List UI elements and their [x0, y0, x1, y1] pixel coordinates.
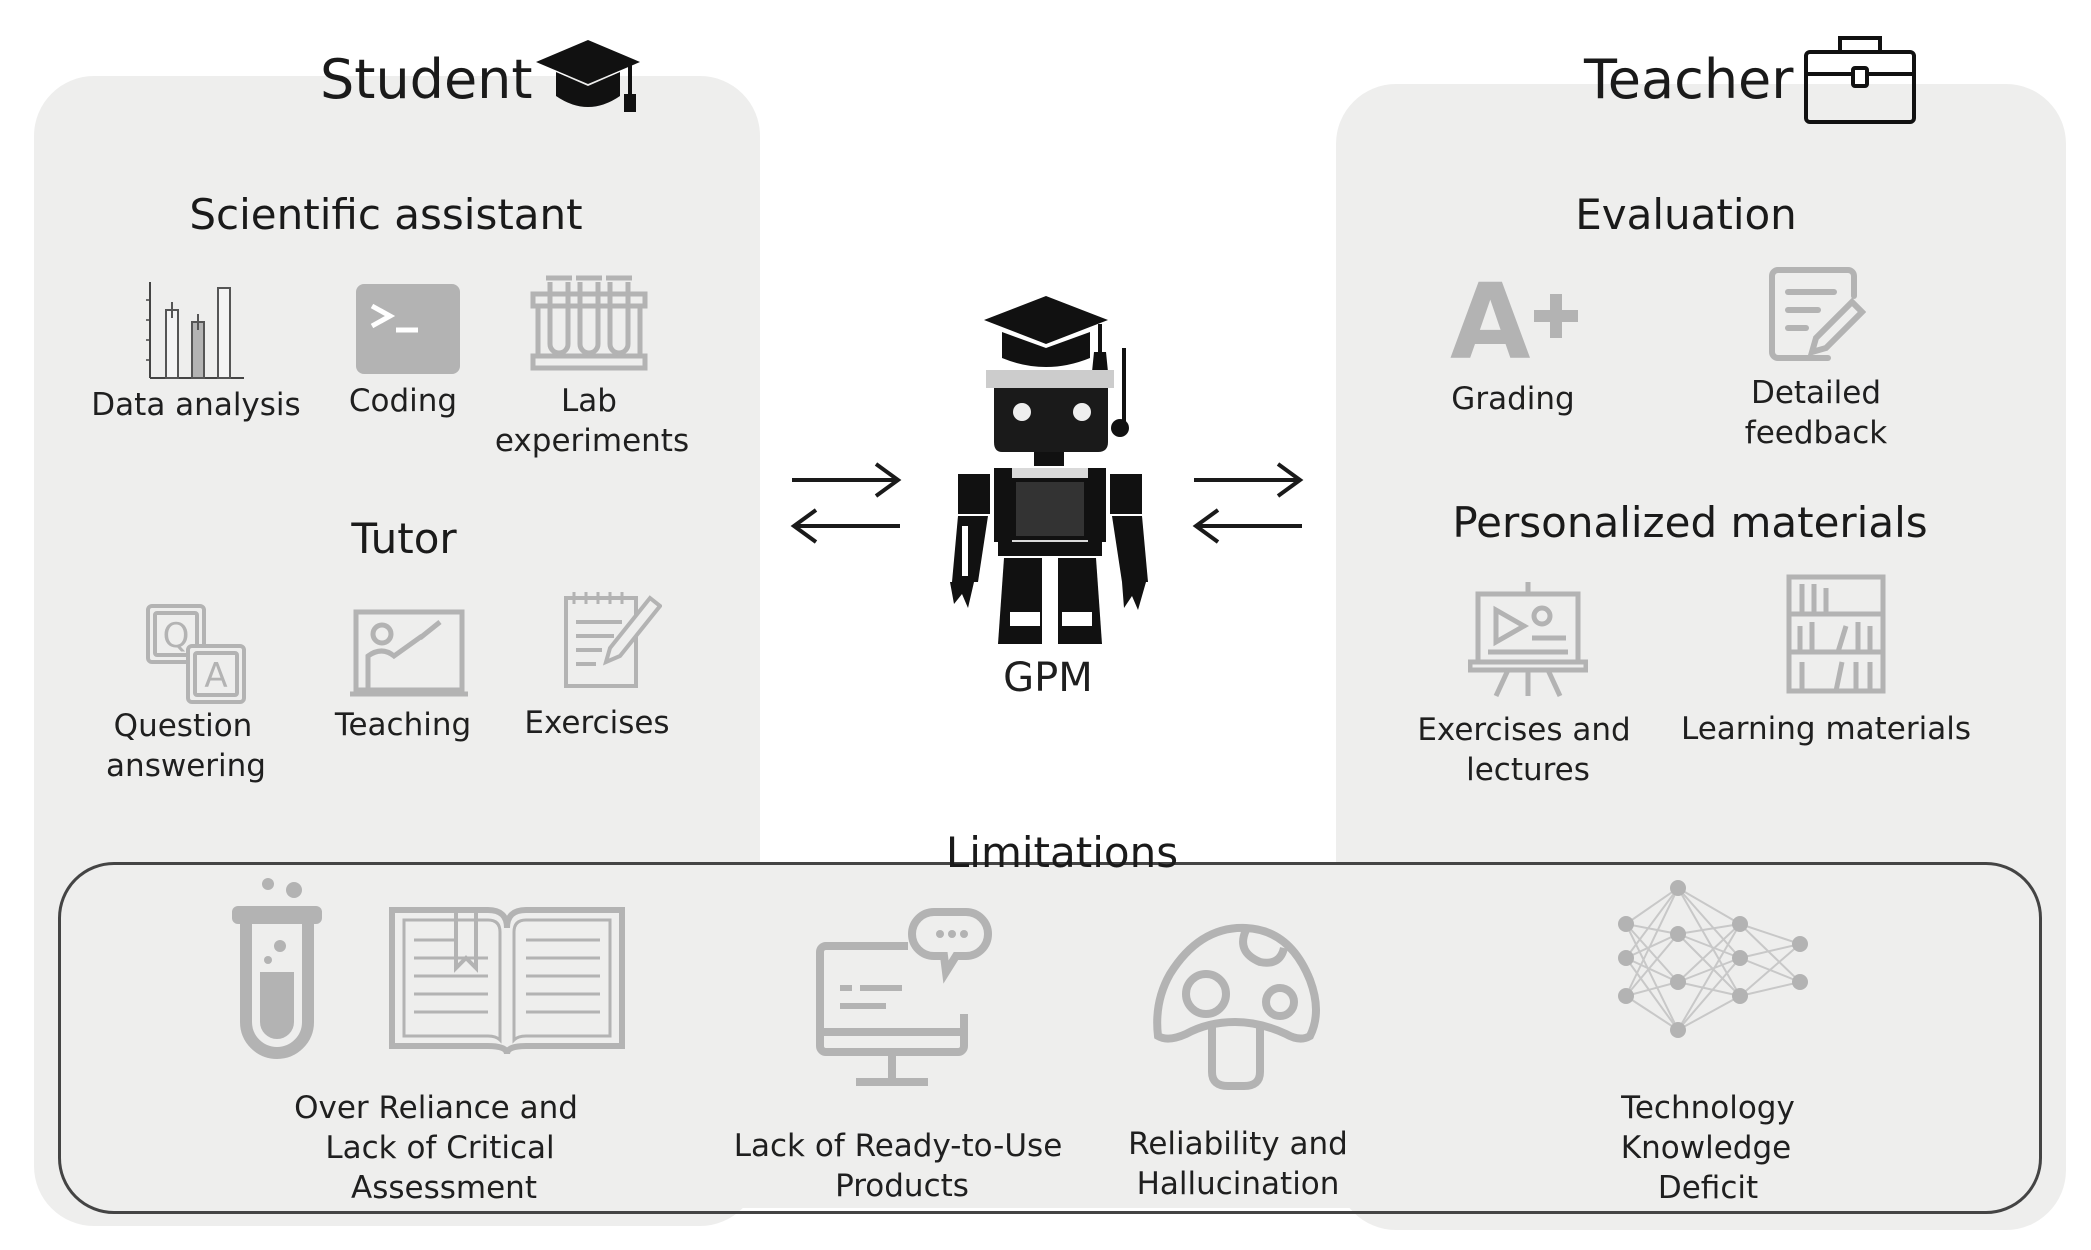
exercises-lectures-label-2: lectures	[1466, 752, 1590, 788]
graduation-cap-icon	[534, 38, 642, 114]
arrow-right-icon	[790, 462, 902, 498]
svg-text:A: A	[204, 656, 227, 696]
edit-document-icon	[1768, 266, 1866, 364]
test-tubes-icon	[530, 272, 648, 372]
technology-deficit-label-1: Technology	[1621, 1090, 1795, 1126]
detailed-feedback-label-1: Detailed	[1750, 375, 1882, 411]
svg-text:A: A	[1450, 274, 1531, 362]
over-reliance-label-1: Over Reliance and	[294, 1090, 578, 1126]
arrow-left-icon	[1192, 508, 1304, 544]
data-analysis-label: Data analysis	[91, 387, 301, 423]
reliability-label-1: Reliability and	[1128, 1126, 1348, 1162]
q-and-a-icon: Q A	[146, 604, 246, 704]
notepad-pencil-icon	[562, 590, 662, 690]
briefcase-icon	[1804, 36, 1916, 126]
arrow-right-icon	[1192, 462, 1304, 498]
a-plus-icon: A	[1450, 274, 1580, 362]
teacher-title: Teacher	[1584, 48, 1794, 111]
over-reliance-label-3: Assessment	[351, 1170, 537, 1206]
presentation-easel-icon	[1468, 580, 1588, 698]
svg-text:Q: Q	[163, 616, 190, 656]
tutor-heading: Tutor	[351, 514, 457, 563]
reliability-label-2: Hallucination	[1136, 1166, 1340, 1202]
technology-deficit-label-3: Deficit	[1657, 1170, 1759, 1206]
learning-materials-label: Learning materials	[1681, 711, 1971, 747]
student-title: Student	[320, 48, 533, 111]
question-answering-label-1: Question	[113, 708, 253, 744]
lab-experiments-label-2: experiments	[494, 423, 690, 459]
lab-experiments-label-1: Lab	[561, 383, 617, 419]
test-tube-icon	[230, 876, 324, 1062]
robot-graduate-icon	[938, 292, 1154, 652]
limitations-heading: Limitations	[945, 828, 1179, 877]
scientific-assistant-heading: Scientific assistant	[189, 190, 583, 239]
technology-deficit-label-2: Knowledge	[1620, 1130, 1792, 1166]
arrow-left-icon	[790, 508, 902, 544]
teaching-board-icon	[350, 608, 468, 700]
bookshelf-icon	[1786, 574, 1886, 694]
exercises-lectures-label-1: Exercises and	[1417, 712, 1631, 748]
coding-label: Coding	[348, 383, 458, 419]
gpm-label: GPM	[1003, 655, 1093, 701]
lack-of-products-label-2: Products	[835, 1168, 969, 1204]
detailed-feedback-label-2: feedback	[1744, 415, 1888, 451]
over-reliance-label-2: Lack of Critical	[325, 1130, 555, 1166]
terminal-icon	[356, 284, 460, 374]
grading-label: Grading	[1451, 381, 1575, 417]
neural-network-icon	[1616, 878, 1812, 1044]
mushroom-icon	[1150, 922, 1320, 1092]
personalized-materials-heading: Personalized materials	[1452, 498, 1928, 547]
evaluation-heading: Evaluation	[1575, 190, 1797, 239]
limitations-box	[58, 862, 2042, 1214]
monitor-chat-icon	[816, 906, 992, 1092]
open-book-icon	[388, 906, 626, 1056]
teaching-label: Teaching	[334, 707, 472, 743]
exercises-label: Exercises	[524, 705, 670, 741]
bar-chart-icon	[146, 280, 246, 380]
lack-of-products-label-1: Lack of Ready-to-Use	[733, 1128, 1063, 1164]
question-answering-label-2: answering	[106, 748, 266, 784]
